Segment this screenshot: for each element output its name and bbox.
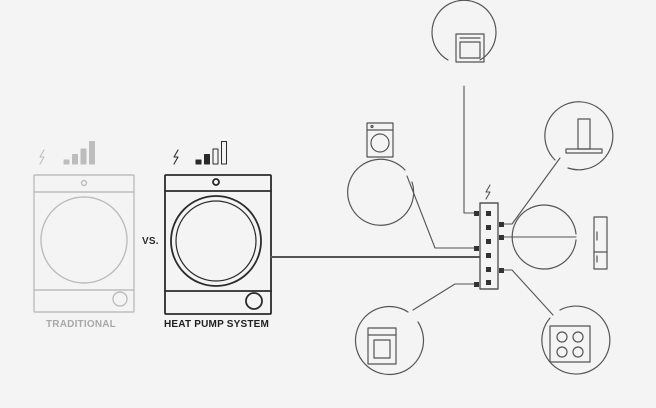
cooker-hood-icon bbox=[565, 118, 603, 154]
washing-machine-bubble bbox=[347, 122, 415, 226]
power-strip-hub bbox=[474, 202, 504, 290]
traditional-power-icon bbox=[39, 149, 45, 165]
heat-pump-dryer bbox=[164, 174, 272, 315]
heat-pump-signal-bar bbox=[195, 159, 202, 165]
traditional-signal-bar bbox=[72, 154, 78, 165]
fridge-freezer-icon bbox=[593, 216, 608, 270]
traditional-signal-bar bbox=[80, 148, 87, 165]
connection-lines bbox=[406, 85, 577, 316]
cooker-hood-bubble bbox=[544, 101, 614, 171]
traditional-signal-bar bbox=[63, 159, 70, 165]
heat-pump-signal-bar bbox=[221, 141, 227, 165]
hob-bubble bbox=[541, 305, 611, 375]
hob-icon bbox=[549, 325, 591, 363]
dishwasher-icon bbox=[367, 327, 397, 365]
dishwasher-bubble bbox=[354, 305, 425, 376]
oven-bubble bbox=[431, 0, 497, 63]
traditional-dryer bbox=[33, 174, 135, 313]
heat-pump-signal-bars bbox=[195, 141, 227, 165]
oven-icon bbox=[455, 33, 485, 63]
heat-pump-label: HEAT PUMP SYSTEM bbox=[164, 319, 270, 330]
hub-power-icon bbox=[485, 184, 491, 200]
fridge-freezer-bubble bbox=[511, 204, 608, 270]
traditional-label: TRADITIONAL bbox=[46, 319, 116, 330]
versus-label: VS. bbox=[142, 236, 159, 247]
heat-pump-signal-bar bbox=[212, 148, 219, 165]
washing-machine-icon bbox=[366, 122, 394, 158]
traditional-signal-bar bbox=[89, 141, 95, 165]
traditional-signal-bars bbox=[63, 141, 95, 165]
heat-pump-power-icon bbox=[173, 149, 179, 165]
heat-pump-signal-bar bbox=[204, 154, 210, 165]
